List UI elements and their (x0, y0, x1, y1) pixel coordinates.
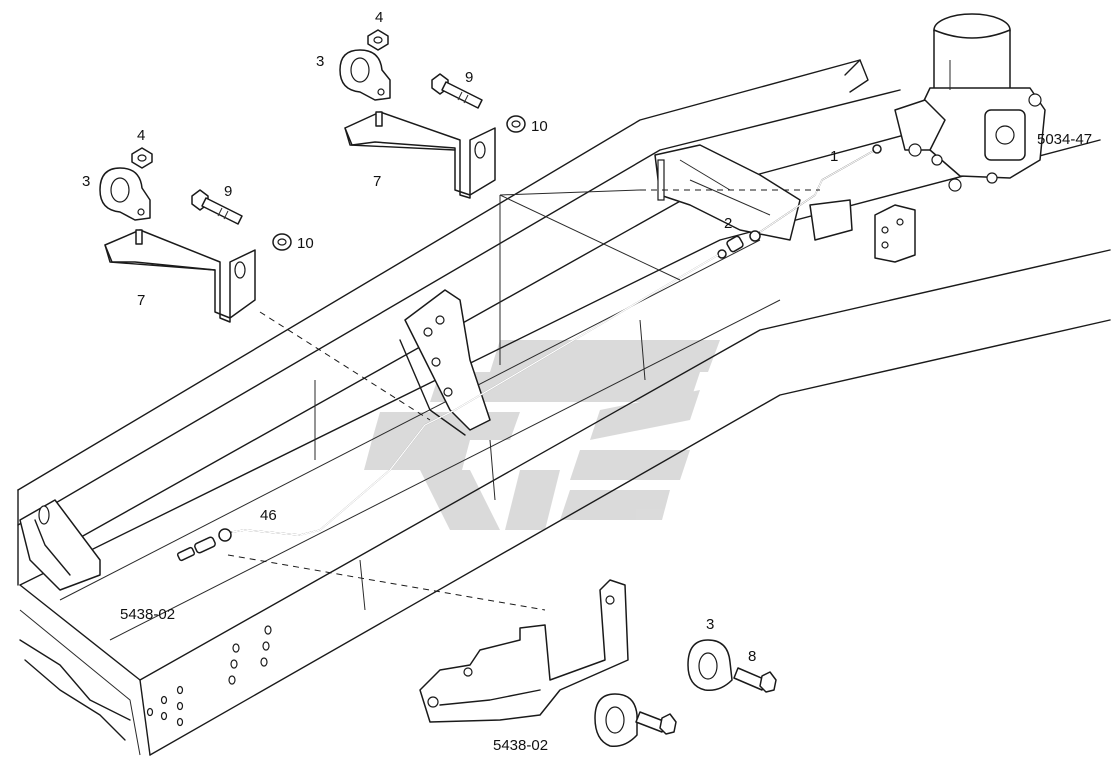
left-washer (272, 233, 292, 251)
left-bracket (104, 229, 256, 323)
cross-member (654, 144, 853, 241)
upper-bracket (344, 111, 496, 199)
pipe-46 (176, 254, 719, 562)
lower-clamp-2 (594, 693, 638, 748)
label-upper-bolt: 9 (465, 69, 473, 86)
label-left-washer: 10 (297, 235, 314, 252)
ref-left: 5438-02 (120, 606, 175, 623)
label-lower-clamp: 3 (706, 616, 714, 633)
label-upper-washer: 10 (531, 118, 548, 135)
ref-air-dryer: 5034-47 (1037, 131, 1092, 148)
lower-clamp (687, 639, 733, 692)
upper-nut (367, 29, 389, 51)
upper-washer (506, 115, 526, 133)
lower-left-mount (19, 639, 131, 741)
frame-gusset (399, 289, 491, 436)
label-long-pipe: 46 (260, 507, 277, 524)
label-lower-bolt: 8 (748, 648, 756, 665)
label-upper-bracket: 7 (373, 173, 381, 190)
lower-bracket (419, 579, 629, 723)
lower-bolt-2 (635, 711, 677, 735)
label-fitting: 2 (724, 215, 732, 232)
leader-lines (227, 189, 820, 611)
label-pipe: 1 (830, 148, 838, 165)
label-left-clamp: 3 (82, 173, 90, 190)
label-upper-nut: 4 (375, 9, 383, 26)
label-left-bolt: 9 (224, 183, 232, 200)
label-upper-clamp: 3 (316, 53, 324, 70)
fitting-2 (717, 235, 744, 259)
right-frame-plate (844, 59, 916, 263)
pipe-1 (749, 144, 882, 242)
left-clamp (99, 167, 151, 221)
lower-bolt (733, 667, 777, 693)
part-labels: 4 3 9 10 7 4 3 9 10 7 1 2 46 3 8 5034-47… (82, 9, 1092, 754)
upper-bolt (431, 73, 483, 109)
frame-holes (146, 625, 272, 727)
left-bolt (191, 189, 243, 225)
air-dryer (894, 13, 1046, 192)
upper-clamp (339, 49, 391, 101)
label-left-nut: 4 (137, 127, 145, 144)
label-left-bracket: 7 (137, 292, 145, 309)
left-end-bracket (19, 499, 101, 591)
ref-bottom: 5438-02 (493, 737, 548, 754)
left-nut (131, 147, 153, 169)
